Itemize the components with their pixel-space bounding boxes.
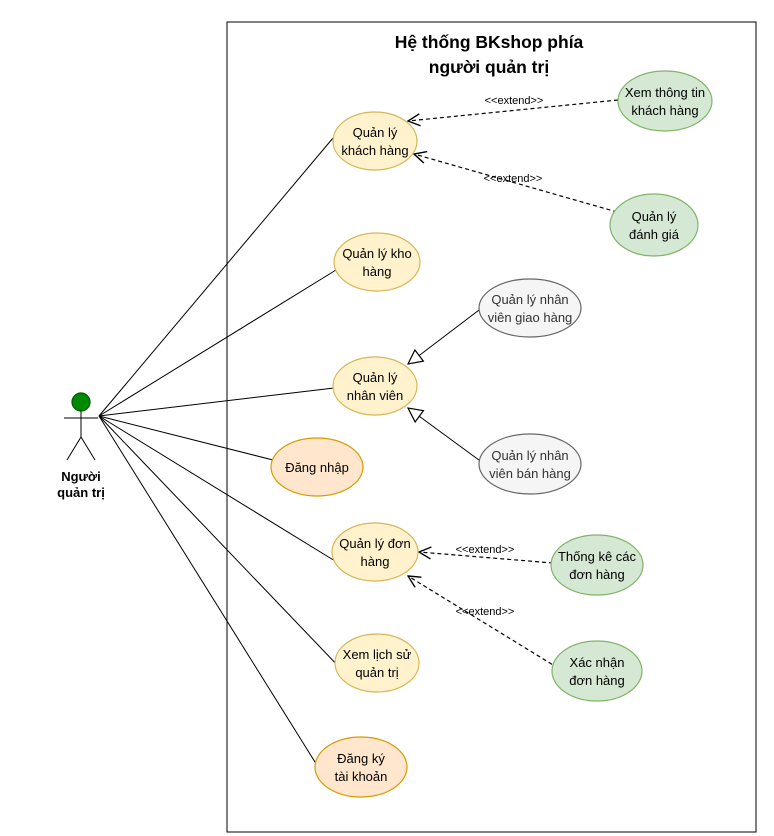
use-case-label: viên giao hàng bbox=[488, 310, 573, 325]
use-case-label: Quản lý nhân bbox=[491, 448, 568, 463]
use-case-label: Đăng nhập bbox=[285, 460, 349, 475]
generalization-giao-hang bbox=[408, 306, 484, 364]
generalizations bbox=[408, 306, 484, 464]
use-case-quan-ly-nhan-vien[interactable]: Quản lý nhân viên bbox=[332, 356, 418, 416]
use-case-label: Quản lý bbox=[353, 370, 398, 385]
use-case-label: đơn hàng bbox=[569, 567, 625, 582]
assoc-xem-lich-su bbox=[98, 415, 343, 671]
use-case-label: Quản lý bbox=[353, 125, 398, 140]
actor-nguoi-quan-tri[interactable]: Người quản trị bbox=[57, 392, 105, 500]
assoc-dang-ky bbox=[98, 415, 321, 771]
actor-leg-left bbox=[66, 436, 82, 461]
system-title-line2: người quản trị bbox=[429, 57, 549, 77]
use-case-label: Quản lý đơn bbox=[339, 536, 410, 551]
extend-quan-ly-danh-gia bbox=[414, 154, 618, 213]
use-case-thong-ke-don-hang[interactable]: Thống kê các đơn hàng bbox=[550, 534, 644, 596]
actor-label-line1: Người bbox=[61, 469, 101, 484]
use-case-ql-nhan-vien-giao-hang[interactable]: Quản lý nhân viên giao hàng bbox=[478, 278, 582, 338]
use-case-label: đánh giá bbox=[629, 227, 680, 242]
use-case-label: đơn hàng bbox=[569, 673, 625, 688]
use-case-label: Quản lý bbox=[632, 209, 677, 224]
extend-thong-ke bbox=[419, 552, 554, 564]
use-case-xem-thong-tin-khach-hang[interactable]: Xem thông tin khách hàng bbox=[617, 70, 713, 132]
extend-xac-nhan bbox=[408, 576, 559, 669]
assoc-dang-nhap bbox=[98, 415, 274, 461]
use-case-quan-ly-danh-gia[interactable]: Quản lý đánh giá bbox=[609, 193, 699, 257]
use-case-xem-lich-su[interactable]: Xem lịch sử quản trị bbox=[334, 633, 420, 693]
assoc-quan-ly-nhan-vien bbox=[98, 387, 335, 417]
use-case-label: Đăng ký bbox=[337, 751, 385, 766]
use-case-xac-nhan-don-hang[interactable]: Xác nhận đơn hàng bbox=[551, 640, 643, 702]
assoc-quan-ly-khach-hang bbox=[98, 137, 334, 417]
actor-label-line2: quản trị bbox=[57, 485, 105, 500]
use-case-label: Xác nhận bbox=[570, 655, 625, 670]
extend-xem-thong-tin bbox=[408, 99, 619, 121]
use-case-dang-ky[interactable]: Đăng ký tài khoản bbox=[314, 736, 408, 798]
associations bbox=[98, 137, 343, 771]
use-case-label: khách hàng bbox=[341, 143, 408, 158]
use-case-quan-ly-khach-hang[interactable]: Quản lý khách hàng bbox=[332, 111, 418, 171]
use-case-label: Xem lịch sử bbox=[343, 647, 412, 662]
extend-label-4: <<extend>> bbox=[456, 606, 515, 618]
use-case-ql-nhan-vien-ban-hang[interactable]: Quản lý nhân viên bán hàng bbox=[478, 433, 582, 495]
use-case-label: quản trị bbox=[355, 665, 398, 680]
actor-leg-right bbox=[80, 436, 96, 461]
use-case-label: tài khoản bbox=[335, 769, 388, 784]
use-case-label: viên bán hàng bbox=[489, 466, 571, 481]
use-case-quan-ly-don-hang[interactable]: Quản lý đơn hàng bbox=[331, 522, 419, 582]
use-case-label: Quản lý kho bbox=[342, 246, 411, 261]
assoc-quan-ly-don-hang bbox=[98, 415, 336, 562]
use-case-quan-ly-kho-hang[interactable]: Quản lý kho hàng bbox=[333, 232, 421, 292]
use-case-label: Xem thông tin bbox=[625, 85, 705, 100]
assoc-quan-ly-kho-hang bbox=[98, 269, 337, 417]
use-case-label: hàng bbox=[363, 264, 392, 279]
use-case-label: khách hàng bbox=[631, 103, 698, 118]
extend-relations bbox=[408, 99, 619, 669]
use-case-label: hàng bbox=[361, 554, 390, 569]
system-title-line1: Hệ thống BKshop phía bbox=[395, 32, 584, 52]
system-boundary bbox=[226, 21, 757, 833]
generalization-ban-hang bbox=[408, 408, 484, 464]
extend-label-3: <<extend>> bbox=[456, 544, 515, 556]
use-case-label: nhân viên bbox=[347, 388, 403, 403]
use-case-label: Thống kê các bbox=[558, 549, 637, 564]
use-case-label: Quản lý nhân bbox=[491, 292, 568, 307]
use-case-dang-nhap[interactable]: Đăng nhập bbox=[270, 437, 364, 497]
extend-label-2: <<extend>> bbox=[484, 173, 543, 185]
extend-label-1: <<extend>> bbox=[485, 95, 544, 107]
actor-head bbox=[71, 392, 91, 412]
